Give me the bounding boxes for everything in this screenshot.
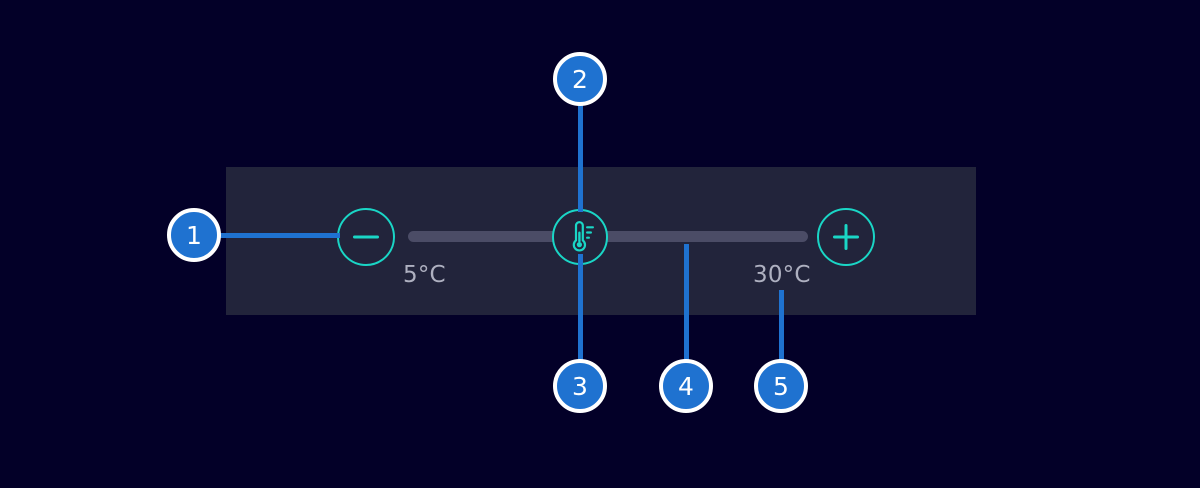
callout-leader-5 <box>779 290 784 362</box>
slider-max-label: 30°C <box>753 262 811 288</box>
callout-badge-5[interactable]: 5 <box>754 359 808 413</box>
plus-icon-vertical <box>844 224 848 250</box>
slider-track[interactable] <box>408 231 808 242</box>
decrease-temperature-button[interactable] <box>337 208 395 266</box>
slider-min-label: 5°C <box>403 262 446 288</box>
callout-leader-3 <box>578 254 583 362</box>
minus-icon <box>353 235 379 239</box>
callout-badge-2[interactable]: 2 <box>553 52 607 106</box>
callout-badge-4[interactable]: 4 <box>659 359 713 413</box>
callout-leader-1 <box>218 233 340 238</box>
callout-badge-3[interactable]: 3 <box>553 359 607 413</box>
callout-leader-2 <box>578 100 583 212</box>
callout-badge-1[interactable]: 1 <box>167 208 221 262</box>
callout-leader-4 <box>684 244 689 362</box>
increase-temperature-button[interactable] <box>817 208 875 266</box>
thermometer-icon <box>572 221 594 252</box>
